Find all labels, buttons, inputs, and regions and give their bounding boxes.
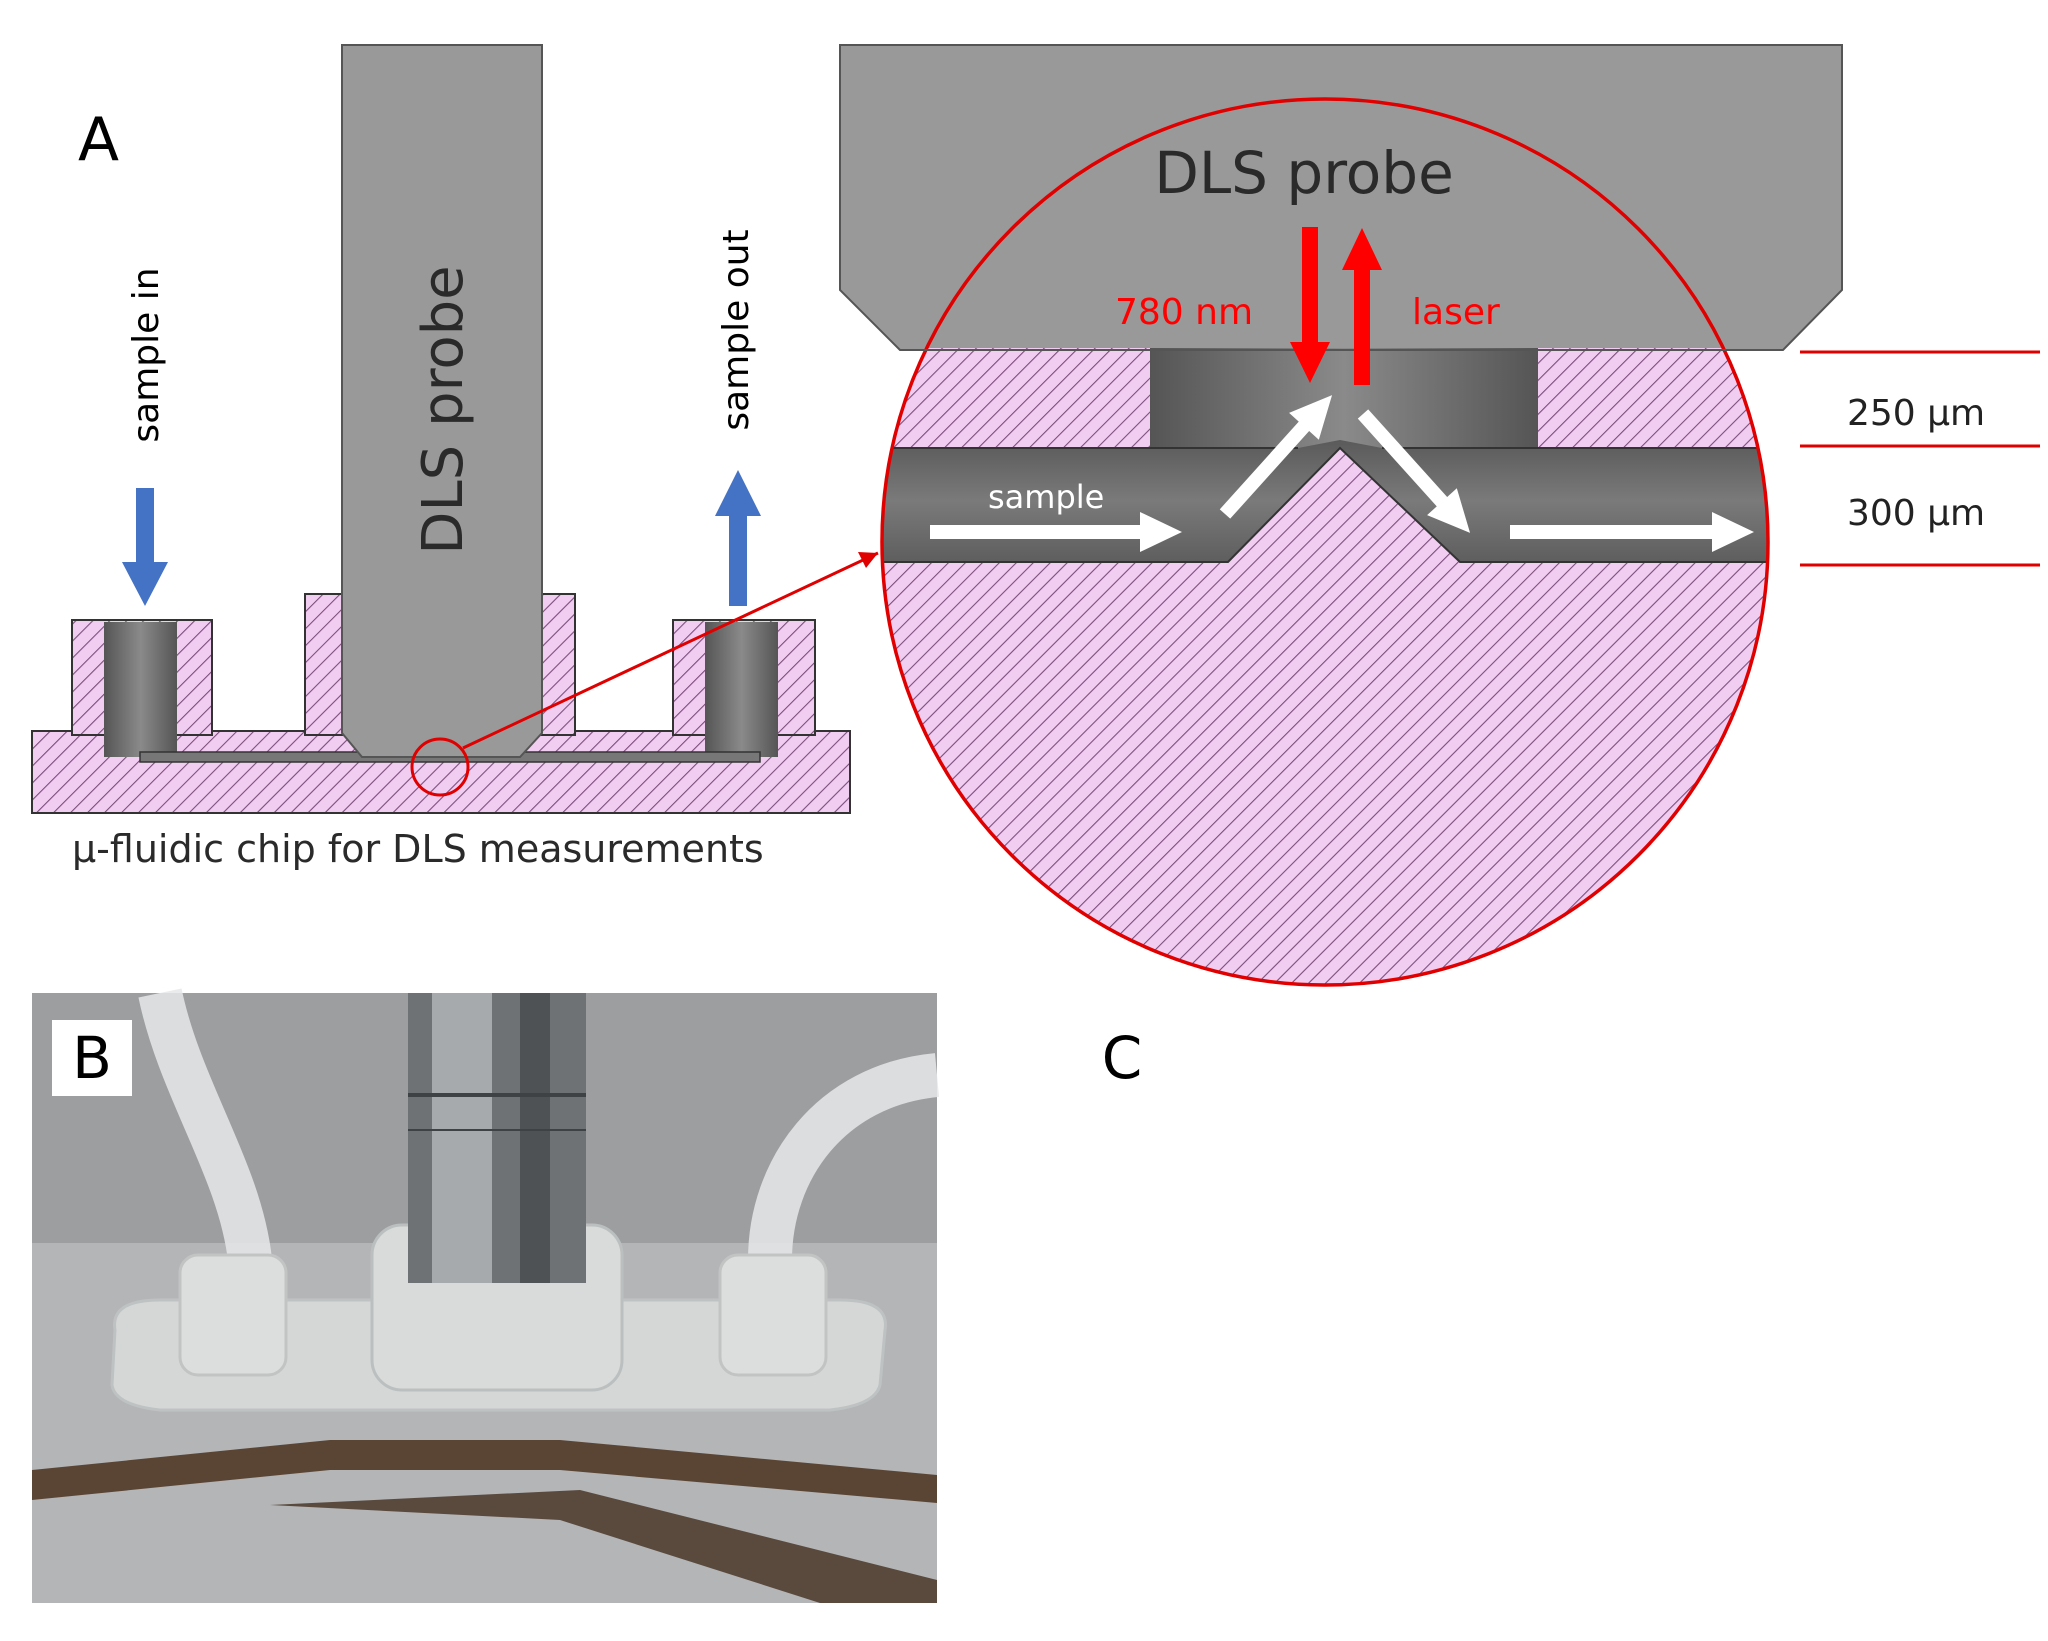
chip-caption: μ-fluidic chip for DLS measurements <box>72 827 764 871</box>
laser-down-arrow <box>1290 227 1330 383</box>
dim-300: 300 μm <box>1847 493 1985 534</box>
sample-label: sample <box>988 478 1104 516</box>
photo-chip <box>32 988 940 1603</box>
panel-b-label: B <box>52 1020 132 1096</box>
zoom-circle <box>410 737 470 797</box>
probe-label-right: DLS probe <box>1154 139 1454 207</box>
zoom-line-arrowhead <box>858 552 878 568</box>
sample-in-label: sample in <box>126 267 167 442</box>
panel-a-label: A <box>78 105 119 175</box>
laser-label: laser <box>1412 292 1500 333</box>
dls-probe-left: DLS probe <box>341 44 543 758</box>
probe-label-left: DLS probe <box>411 265 476 554</box>
sample-in-arrow <box>122 488 168 606</box>
panel-c-label: C <box>1082 1020 1162 1096</box>
laser-up-arrow <box>1342 228 1382 385</box>
dim-250: 250 μm <box>1847 393 1985 434</box>
dls-probe-right: DLS probe <box>839 44 1843 351</box>
magnified-chip <box>882 348 1768 985</box>
sample-out-label: sample out <box>716 229 757 430</box>
magnified-outline <box>880 97 1770 987</box>
sample-out-arrow <box>715 470 761 606</box>
zoom-line <box>462 551 879 750</box>
flow-arrows <box>930 395 1754 552</box>
wavelength-label: 780 nm <box>1115 292 1253 333</box>
dimension-lines <box>1800 350 2040 567</box>
